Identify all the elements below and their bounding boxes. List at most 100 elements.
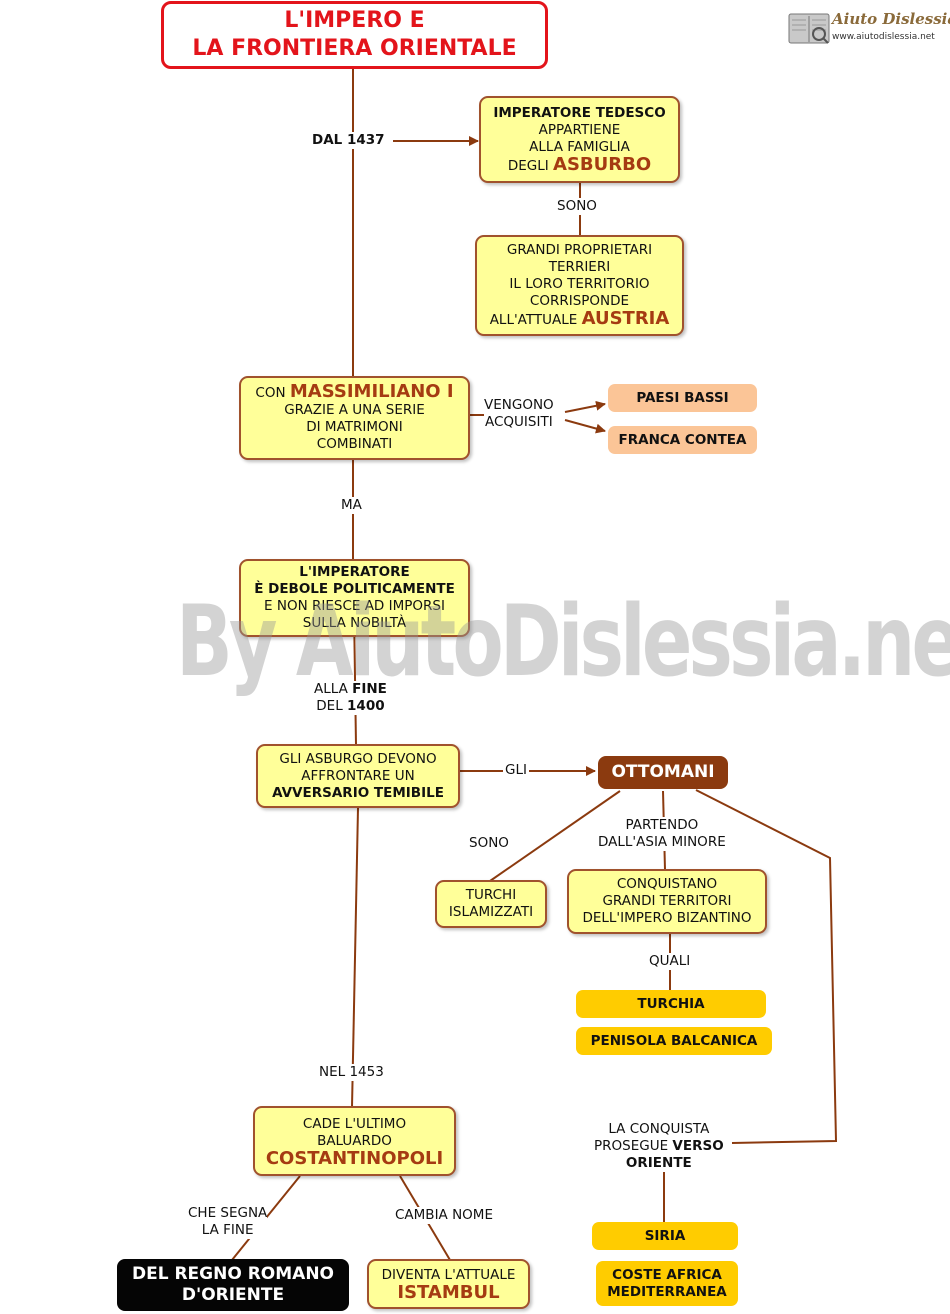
emperor-line-1: IMPERATORE TEDESCO [493, 104, 666, 121]
label-gli-text: GLI [505, 762, 527, 778]
page-title: L'IMPERO E LA FRONTIERA ORIENTALE [161, 1, 548, 69]
label-gli: GLI [503, 762, 529, 779]
constantinople-name: COSTANTINOPOLI [265, 1147, 444, 1169]
turchi-line-1: TURCHI [465, 887, 517, 903]
siria-label: SIRIA [644, 1227, 686, 1244]
conquer-box: CONQUISTANO GRANDI TERRITORI DELL'IMPERO… [567, 869, 767, 934]
emperor-line-4-prefix: DEGLI [507, 157, 554, 174]
site-logo: Aiuto Dislessia www.aiutodislessia.net [788, 8, 950, 48]
label-partendo: PARTENDO DALL'ASIA MINORE [598, 817, 726, 851]
massimiliano-line-2: GRAZIE A UNA SERIE [284, 402, 425, 418]
massimiliano-line-3: DI MATRIMONI [306, 419, 403, 435]
emperor-line-4: DEGLI ASBURBO [507, 153, 652, 175]
paesi-bassi-label: PAESI BASSI [636, 389, 729, 406]
weak-line-2: È DEBOLE POLITICAMENTE [254, 581, 455, 597]
conquer-line-1: CONQUISTANO [616, 876, 718, 892]
eastern-end-line-2: D'ORIENTE [181, 1285, 285, 1305]
turchia-label: TURCHIA [637, 995, 705, 1012]
label-quali: QUALI [649, 953, 691, 970]
label-del: DEL [316, 698, 348, 714]
label-nel-1453: NEL 1453 [319, 1064, 384, 1081]
label-partendo-line-2: DALL'ASIA MINORE [598, 834, 726, 850]
label-cambia-nome: CAMBIA NOME [395, 1207, 493, 1224]
penisola-balcanica-label: PENISOLA BALCANICA [590, 1032, 758, 1049]
coste-line-1: COSTE AFRICA [612, 1266, 722, 1283]
istanbul-line-1: DIVENTA L'ATTUALE [381, 1267, 516, 1283]
label-fine: FINE [352, 681, 387, 697]
label-nel-1453-text: NEL 1453 [319, 1064, 384, 1080]
label-ma: MA [341, 497, 362, 514]
istanbul-box: DIVENTA L'ATTUALE ISTAMBUL [367, 1259, 530, 1309]
label-acquisiti: ACQUISITI [484, 414, 553, 430]
landowners-line-1: GRANDI PROPRIETARI [506, 242, 653, 258]
eastern-end-line-1: DEL REGNO ROMANO [131, 1264, 335, 1284]
habsburg-line-2: AFFRONTARE UN [301, 767, 415, 784]
franca-contea-box: FRANCA CONTEA [608, 426, 757, 454]
landowners-line-5: ALL'ATTUALE AUSTRIA [490, 310, 670, 329]
label-partendo-line-1: PARTENDO [625, 817, 699, 833]
turchi-box: TURCHI ISLAMIZZATI [435, 880, 547, 928]
connector-habsburg-constantinople [351, 807, 359, 1108]
connector-ottomani-turchi [489, 790, 621, 882]
label-verso: VERSO [672, 1138, 724, 1154]
landowners-line-3: IL LORO TERRITORIO [509, 276, 650, 292]
book-icon [788, 13, 830, 44]
label-prosegue: PROSEGUE [594, 1138, 673, 1154]
massimiliano-line-4: COMBINATI [316, 436, 393, 452]
label-dal-1437-text: DAL 1437 [312, 132, 385, 148]
title-line-2: LA FRONTIERA ORIENTALE [192, 36, 517, 61]
arrow-to-franca-contea [564, 419, 606, 434]
logo-brand: Aiuto Dislessia [832, 10, 950, 28]
constantinople-line-2: BALUARDO [317, 1132, 392, 1149]
constantinople-box: CADE L'ULTIMO BALUARDO COSTANTINOPOLI [253, 1106, 456, 1176]
conquer-line-2: GRANDI TERRITORI [602, 893, 732, 909]
landowners-box: GRANDI PROPRIETARI TERRIERI IL LORO TERR… [475, 235, 684, 336]
constantinople-line-1: CADE L'ULTIMO [302, 1115, 407, 1132]
massimiliano-line-1: CON MASSIMILIANO I [255, 383, 453, 402]
landowners-line-4: CORRISPONDE [529, 293, 630, 309]
massimiliano-name: MASSIMILIANO I [289, 381, 454, 402]
franca-contea-label: FRANCA CONTEA [618, 431, 747, 448]
coste-box: COSTE AFRICA MEDITERRANEA [596, 1261, 738, 1306]
habsburg-line-3: AVVERSARIO TEMIBILE [272, 784, 444, 801]
conquer-line-3: DELL'IMPERO BIZANTINO [582, 910, 752, 926]
massimiliano-box: CON MASSIMILIANO I GRAZIE A UNA SERIE DI… [239, 376, 470, 460]
habsburg-box: GLI ASBURGO DEVONO AFFRONTARE UN AVVERSA… [256, 744, 460, 808]
eastern-roman-end-box: DEL REGNO ROMANO D'ORIENTE [117, 1259, 349, 1311]
title-line-1: L'IMPERO E [284, 8, 425, 33]
label-sono-top-text: SONO [557, 198, 597, 214]
penisola-balcanica-box: PENISOLA BALCANICA [576, 1027, 772, 1055]
ottomani-label: OTTOMANI [611, 762, 715, 782]
label-vengono-acquisiti: VENGONO ACQUISITI [484, 397, 554, 431]
emperor-line-3: ALLA FAMIGLIA [529, 138, 630, 155]
siria-box: SIRIA [592, 1222, 738, 1250]
landowners-line-2: TERRIERI [548, 259, 611, 275]
label-quali-text: QUALI [649, 953, 691, 969]
landowners-line-5-prefix: ALL'ATTUALE [489, 312, 582, 328]
arrow-to-paesi-bassi [564, 400, 606, 413]
label-cambia-nome-text: CAMBIA NOME [395, 1207, 493, 1223]
label-conquista-line-3: ORIENTE [625, 1155, 692, 1171]
ottomani-box: OTTOMANI [598, 756, 728, 789]
label-ma-text: MA [341, 497, 362, 513]
label-del-1400: DEL 1400 [314, 698, 387, 715]
austria-name: AUSTRIA [581, 308, 670, 329]
label-sono-top: SONO [557, 198, 597, 215]
weak-line-1: L'IMPERATORE [299, 564, 410, 580]
label-1400: 1400 [347, 698, 385, 714]
coste-line-2: MEDITERRANEA [607, 1283, 727, 1300]
habsburg-line-1: GLI ASBURGO DEVONO [279, 750, 437, 767]
emperor-box: IMPERATORE TEDESCO APPARTIENE ALLA FAMIG… [479, 96, 680, 183]
label-sono-turchi: SONO [469, 835, 509, 852]
emperor-family-name: ASBURBO [553, 153, 652, 175]
label-la-conquista: LA CONQUISTA PROSEGUE VERSO ORIENTE [594, 1121, 724, 1172]
label-che-segna: CHE SEGNA LA FINE [188, 1205, 268, 1239]
istanbul-name: ISTAMBUL [397, 1282, 500, 1303]
label-alla: ALLA [314, 681, 353, 697]
logo-url: www.aiutodislessia.net [832, 32, 935, 42]
label-fine-1400: ALLA FINE DEL 1400 [314, 681, 387, 715]
label-che-segna-line-2: LA FINE [201, 1222, 254, 1238]
label-sono-turchi-text: SONO [469, 835, 509, 851]
label-alla-fine: ALLA FINE [314, 681, 387, 698]
